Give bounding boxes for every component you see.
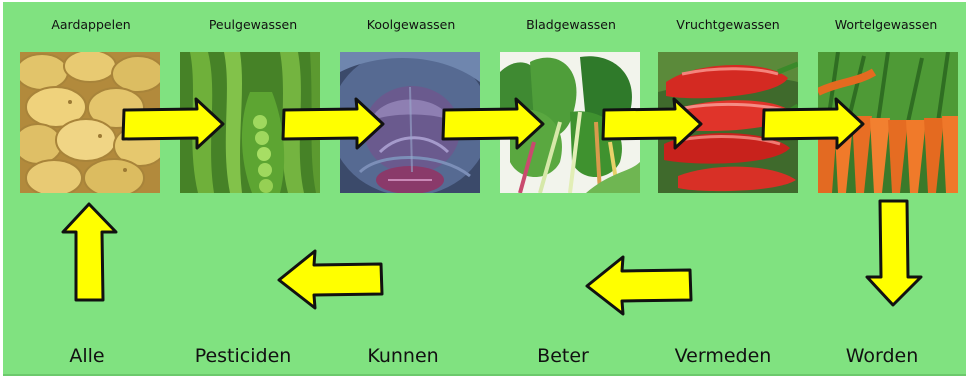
- arrow-left-1: [587, 257, 691, 314]
- arrow-right-1: [123, 99, 223, 148]
- arrow-right-2: [283, 99, 383, 148]
- arrow-down: [867, 201, 921, 305]
- arrows-layer: [3, 2, 966, 374]
- arrow-right-5: [763, 99, 863, 148]
- crop-rotation-diagram: Aardappelen Peulgewassen Koolgewassen Bl…: [3, 2, 966, 376]
- arrow-right-4: [603, 99, 701, 148]
- arrow-left-2: [279, 251, 382, 308]
- arrow-up: [63, 204, 116, 300]
- arrow-right-3: [443, 99, 543, 148]
